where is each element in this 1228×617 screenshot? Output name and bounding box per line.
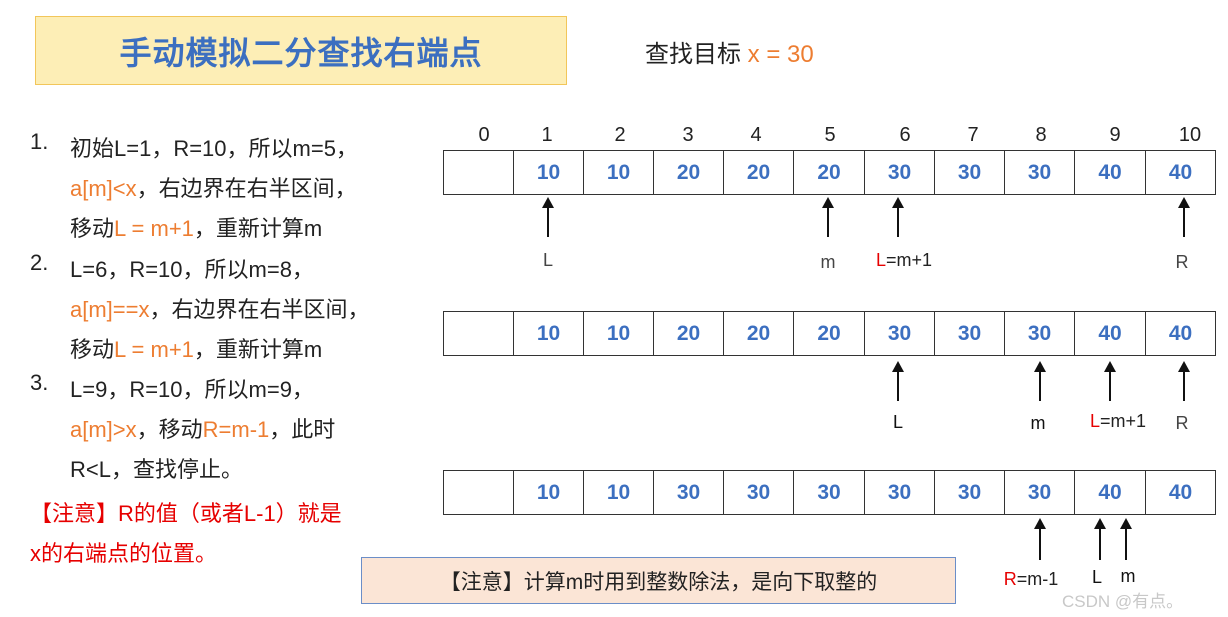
array-cell: 40 [1145,150,1216,195]
array-cell: 20 [653,150,724,195]
step-2-move: 移动 [70,337,115,362]
index-label: 1 [541,124,553,146]
array-cell: 10 [583,470,654,515]
step-2-condition: a[m]==x [70,297,150,322]
step-1-line-2: a[m]<x，右边界在右半区间， [70,169,357,209]
target-value: x = 30 [747,41,814,68]
step-3-text: ，移动 [136,417,203,442]
array-cell: 30 [934,311,1005,356]
array-cell [443,311,514,356]
step-2-recompute: ，重新计算m [193,337,323,362]
array-cell: 30 [1004,470,1075,515]
array-cell [443,150,514,195]
index-label: 0 [478,124,490,146]
index-label: 6 [899,124,911,146]
step-1-number: 1. [30,129,49,154]
step-1-recompute: ，重新计算m [193,216,323,241]
array-cell: 20 [723,150,794,195]
array-cell: 20 [723,311,794,356]
step-3-update: R=m-1 [202,417,270,442]
target-label: 查找目标 [645,41,748,68]
step-1-condition: a[m]<x [70,176,137,201]
pointer-label-m: m [1120,566,1136,586]
step-2-line-2: a[m]==x，右边界在右半区间， [70,290,370,330]
array-cell: 40 [1074,470,1146,515]
index-label: 8 [1035,124,1047,146]
array-cell: 40 [1145,311,1216,356]
index-label: 5 [824,124,836,146]
index-label: 7 [967,124,979,146]
pointer-label-L: L [892,412,904,432]
array-cell: 30 [1004,311,1075,356]
array-cell: 20 [793,311,865,356]
array-cell: 10 [513,311,584,356]
array-cell: 30 [934,150,1005,195]
array-cell: 40 [1145,470,1216,515]
array-cell: 20 [793,150,865,195]
index-label: 3 [682,124,694,146]
array-cell: 30 [864,311,935,356]
pointer-label-R: R [1175,252,1189,272]
step-3-tail: ，此时 [269,417,336,442]
note-line-2: x的右端点的位置。 [30,541,218,566]
step-1-line-1: 初始L=1，R=10，所以m=5， [70,136,358,161]
step-3-line-3: R<L，查找停止。 [70,457,243,482]
index-label: 4 [750,124,762,146]
array-cell: 30 [934,470,1005,515]
pointer-label-L-new: L=m+1 [1089,411,1147,431]
step-2-line-1: L=6，R=10，所以m=8， [70,257,314,282]
note-line-1: 【注意】R的值（或者L-1）就是 [30,501,342,526]
array-cell: 30 [793,470,865,515]
index-label: 2 [614,124,626,146]
array-cell: 40 [1074,150,1146,195]
step-1-text: ，右边界在右半区间， [136,176,357,201]
pointer-label-L: L [1091,567,1103,587]
array-cell: 20 [653,311,724,356]
pointer-label-m: m [1030,413,1046,433]
step-1-move: 移动 [70,216,115,241]
array-cell [443,470,514,515]
step-2-number: 2. [30,250,49,275]
array-cell: 10 [583,150,654,195]
step-3-line-1: L=9，R=10，所以m=9， [70,377,314,402]
step-3-condition: a[m]>x [70,417,137,442]
array-cell: 30 [723,470,794,515]
step-2-line-3: 移动L = m+1，重新计算m [70,330,322,370]
index-label: 9 [1109,124,1121,146]
array-cell: 30 [864,150,935,195]
array-cell: 30 [1004,150,1075,195]
step-1-line-3: 移动L = m+1，重新计算m [70,209,322,249]
page-title: 手动模拟二分查找右端点 [119,34,483,71]
index-label: 10 [1178,124,1202,146]
array-cell: 30 [864,470,935,515]
pointer-label-L: L [542,250,554,270]
watermark: CSDN @有点。 [1062,592,1184,611]
step-2-text: ，右边界在右半区间， [149,297,370,322]
step-2-update: L = m+1 [114,337,194,362]
array-cell: 40 [1074,311,1146,356]
array-cell: 30 [653,470,724,515]
title-banner: 手动模拟二分查找右端点 [35,16,567,85]
array-cell: 10 [513,150,584,195]
search-target: 查找目标 x = 30 [645,34,814,69]
pointer-label-L-new: L=m+1 [875,250,933,270]
array-cell: 10 [583,311,654,356]
integer-division-note: 【注意】计算m时用到整数除法，是向下取整的 [361,557,956,604]
step-3-number: 3. [30,370,49,395]
pointer-label-R-new: R=m-1 [1003,569,1059,589]
step-1-update: L = m+1 [114,216,194,241]
array-cell: 10 [513,470,584,515]
pointer-label-R: R [1175,413,1189,433]
pointer-label-m: m [820,252,836,272]
step-3-line-2: a[m]>x，移动R=m-1，此时 [70,410,335,450]
